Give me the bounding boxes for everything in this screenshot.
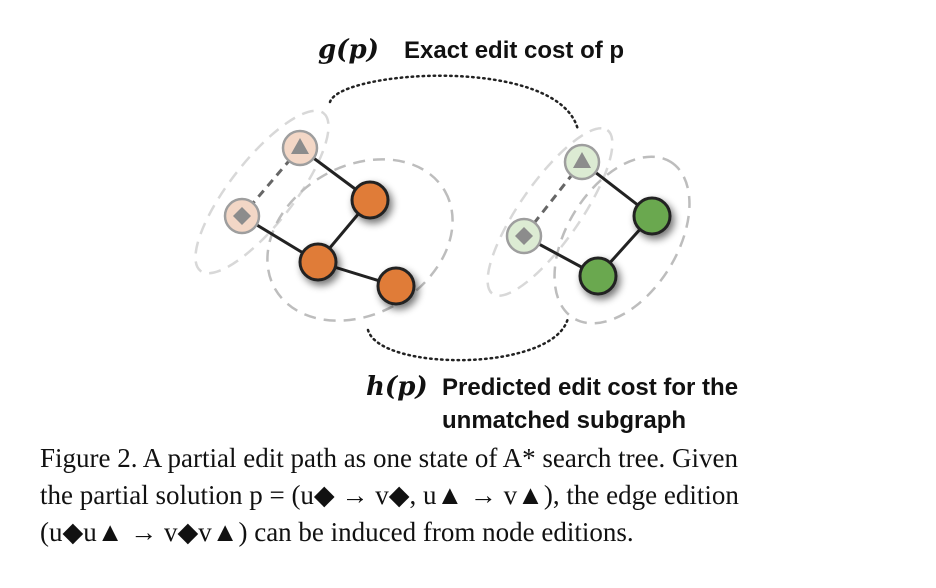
triangle-icon — [573, 152, 591, 168]
left-node — [376, 266, 416, 306]
diamond-icon — [233, 207, 251, 225]
caption-line: the partial solution p = (u◆ → v◆, u▲ → … — [40, 480, 739, 510]
g-description: Exact edit cost of p — [404, 37, 624, 64]
diamond-icon — [515, 227, 533, 245]
left-node — [350, 180, 390, 220]
caption-line: Figure 2. A partial edit path as one sta… — [40, 443, 739, 473]
right-graph — [486, 127, 691, 325]
figure-caption: Figure 2. A partial edit path as one sta… — [40, 440, 920, 551]
right-matched-outline — [486, 127, 614, 297]
left-matched-outline — [194, 109, 330, 275]
caption-line: (u◆u▲ → v◆v▲) can be induced from node e… — [40, 517, 634, 547]
right-node-diamond — [505, 217, 543, 255]
g-symbol: g(p) — [318, 35, 379, 65]
h-connector — [366, 316, 570, 362]
h-symbol: h(p) — [366, 372, 428, 402]
triangle-icon — [291, 138, 309, 154]
right-unmatched-outline — [553, 155, 691, 325]
g-connector — [328, 74, 580, 132]
h-description-line2: unmatched subgraph — [442, 407, 686, 434]
right-node — [578, 256, 618, 296]
left-node — [298, 242, 338, 282]
left-unmatched-outline — [266, 158, 454, 322]
left-graph — [194, 109, 454, 322]
left-node-diamond — [223, 197, 261, 235]
right-node-triangle — [563, 143, 601, 181]
right-node — [632, 196, 672, 236]
left-node-triangle — [281, 129, 319, 167]
h-description-line1: Predicted edit cost for the — [442, 374, 738, 401]
